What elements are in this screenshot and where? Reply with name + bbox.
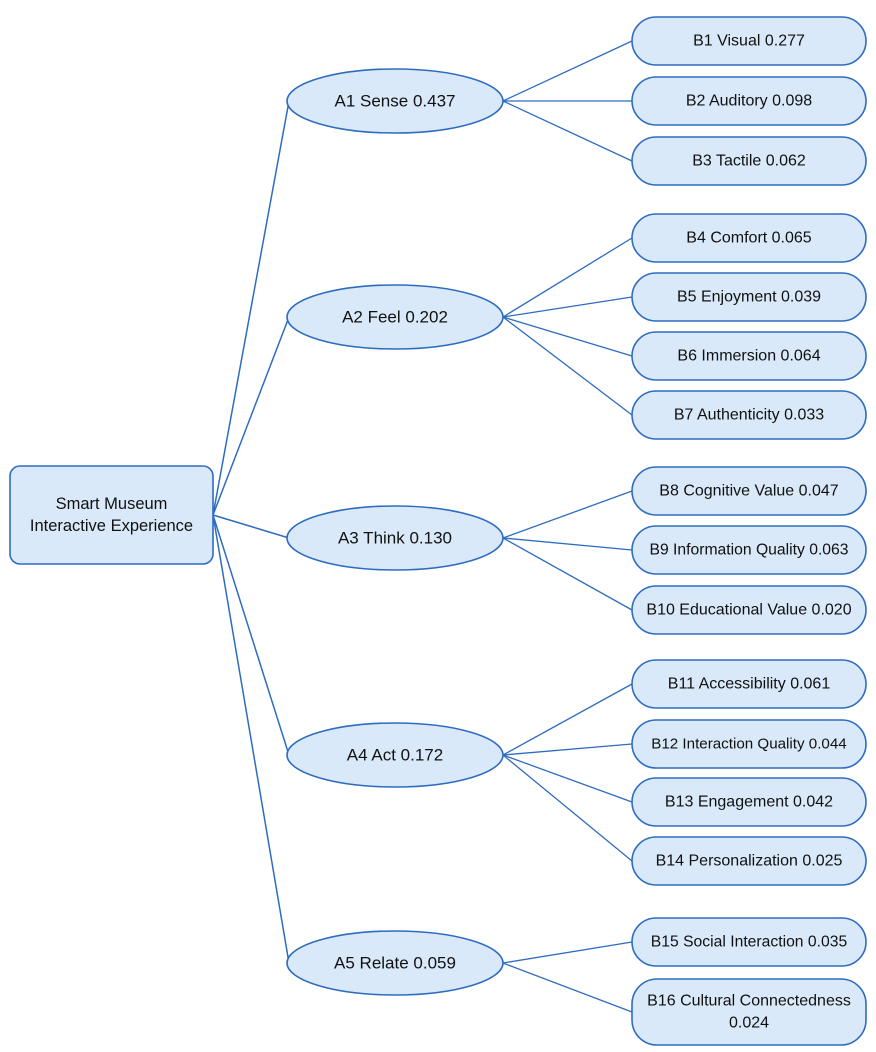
sub-criterion-pill — [631, 272, 867, 322]
sub-criterion-node: B8 Cognitive Value 0.047 — [631, 466, 867, 516]
edge-a2-to-sub — [502, 316, 633, 416]
criterion-ellipse — [286, 505, 504, 571]
edge-a1-to-sub — [502, 40, 633, 102]
edge-root-to-a2 — [212, 316, 290, 516]
sub-criterion-label: B14 Personalization 0.025 — [656, 853, 843, 870]
criterion-label: A4 Act 0.172 — [347, 746, 443, 765]
sub-criterion-pill — [631, 390, 867, 440]
sub-criterion-node: B1 Visual 0.277 — [631, 16, 867, 66]
criterion-ellipse — [286, 930, 504, 996]
sub-criterion-node: B5 Enjoyment 0.039 — [631, 272, 867, 322]
sub-criterion-label: B3 Tactile 0.062 — [692, 153, 806, 170]
criterion-node-a2: A2 Feel 0.202 — [286, 284, 504, 350]
sub-criterion-label: B15 Social Interaction 0.035 — [651, 934, 848, 951]
edge-a3-to-sub — [502, 537, 633, 611]
root-node-label: Smart Museum — [56, 495, 168, 513]
sub-criterion-label: B12 Interaction Quality 0.044 — [651, 736, 846, 753]
edge-root-to-a4 — [212, 514, 290, 756]
edge-a5-to-sub — [502, 962, 633, 1013]
sub-criterion-node: B4 Comfort 0.065 — [631, 213, 867, 263]
connector-lines — [212, 40, 633, 1013]
sub-criterion-label: B11 Accessibility 0.061 — [668, 676, 831, 693]
sub-criterion-pill — [631, 585, 867, 635]
criterion-label: A2 Feel 0.202 — [342, 308, 448, 327]
edge-a2-to-sub — [502, 316, 633, 357]
criterion-node-a5: A5 Relate 0.059 — [286, 930, 504, 996]
sub-criterion-node: B7 Authenticity 0.033 — [631, 390, 867, 440]
sub-criterion-node: B6 Immersion 0.064 — [631, 331, 867, 381]
sub-criterion-pill — [631, 836, 867, 886]
sub-criterion-label: B4 Comfort 0.065 — [686, 230, 812, 247]
sub-criterion-node: B2 Auditory 0.098 — [631, 76, 867, 126]
sub-criterion-label: B9 Information Quality 0.063 — [649, 542, 848, 559]
sub-criterion-pill — [631, 136, 867, 186]
sub-criterion-pill — [631, 978, 867, 1046]
sub-criterion-node: B10 Educational Value 0.020 — [631, 585, 867, 635]
criterion-node-a4: A4 Act 0.172 — [286, 722, 504, 788]
sub-criterion-node: B15 Social Interaction 0.035 — [631, 917, 867, 967]
edge-a3-to-sub — [502, 490, 633, 539]
sub-criterion-pill — [631, 777, 867, 827]
sub-criterion-pill — [631, 466, 867, 516]
sub-criterion-pill — [631, 16, 867, 66]
root-node-label: Interactive Experience — [30, 517, 193, 535]
edge-a4-to-sub — [502, 743, 633, 756]
sub-criterion-node: B14 Personalization 0.025 — [631, 836, 867, 886]
edge-a1-to-sub — [502, 100, 633, 162]
sub-criterion-label: B1 Visual 0.277 — [693, 33, 805, 50]
sub-criterion-label: B10 Educational Value 0.020 — [646, 602, 851, 619]
sub-criterion-pill — [631, 76, 867, 126]
sub-criterion-label: B8 Cognitive Value 0.047 — [659, 483, 838, 500]
sub-criterion-pill — [631, 213, 867, 263]
sub-criterion-pill — [631, 917, 867, 967]
sub-criterion-label: B6 Immersion 0.064 — [677, 348, 820, 365]
sub-criterion-label: B5 Enjoyment 0.039 — [677, 289, 821, 306]
sub-criterion-label: B2 Auditory 0.098 — [686, 93, 812, 110]
edge-root-to-a5 — [212, 514, 290, 964]
criterion-label: A5 Relate 0.059 — [334, 954, 456, 973]
edge-a4-to-sub — [502, 754, 633, 803]
sub-criterion-label: 0.024 — [729, 1014, 769, 1031]
sub-criterion-label: B16 Cultural Connectedness — [647, 993, 851, 1010]
sub-criterion-node: B13 Engagement 0.042 — [631, 777, 867, 827]
sub-criterion-label: B7 Authenticity 0.033 — [674, 407, 824, 424]
sub-criterion-node: B16 Cultural Connectedness 0.024 — [631, 978, 867, 1046]
edge-a4-to-sub — [502, 754, 633, 862]
sub-criterion-label: B13 Engagement 0.042 — [665, 794, 833, 811]
sub-criterion-pill — [631, 525, 867, 575]
sub-criterion-pill — [631, 659, 867, 709]
criterion-label: A3 Think 0.130 — [338, 529, 452, 548]
edge-a2-to-sub — [502, 296, 633, 318]
sub-criterion-pill — [631, 331, 867, 381]
sub-criterion-node: B12 Interaction Quality 0.044 — [631, 719, 867, 769]
criterion-label: A1 Sense 0.437 — [335, 92, 456, 111]
criterion-node-a1: A1 Sense 0.437 — [286, 68, 504, 134]
edge-a5-to-sub — [502, 941, 633, 964]
sub-criterion-pill — [631, 719, 867, 769]
edge-root-to-a3 — [212, 514, 290, 539]
criterion-ellipse — [286, 722, 504, 788]
edge-a2-to-sub — [502, 237, 633, 318]
criterion-ellipse — [286, 284, 504, 350]
edge-root-to-a1 — [212, 100, 290, 516]
criterion-ellipse — [286, 68, 504, 134]
sub-criterion-node: B9 Information Quality 0.063 — [631, 525, 867, 575]
edge-a3-to-sub — [502, 537, 633, 551]
sub-criterion-node: B3 Tactile 0.062 — [631, 136, 867, 186]
edge-a4-to-sub — [502, 683, 633, 756]
sub-criterion-node: B11 Accessibility 0.061 — [631, 659, 867, 709]
root-node-box — [9, 465, 214, 565]
criterion-node-a3: A3 Think 0.130 — [286, 505, 504, 571]
